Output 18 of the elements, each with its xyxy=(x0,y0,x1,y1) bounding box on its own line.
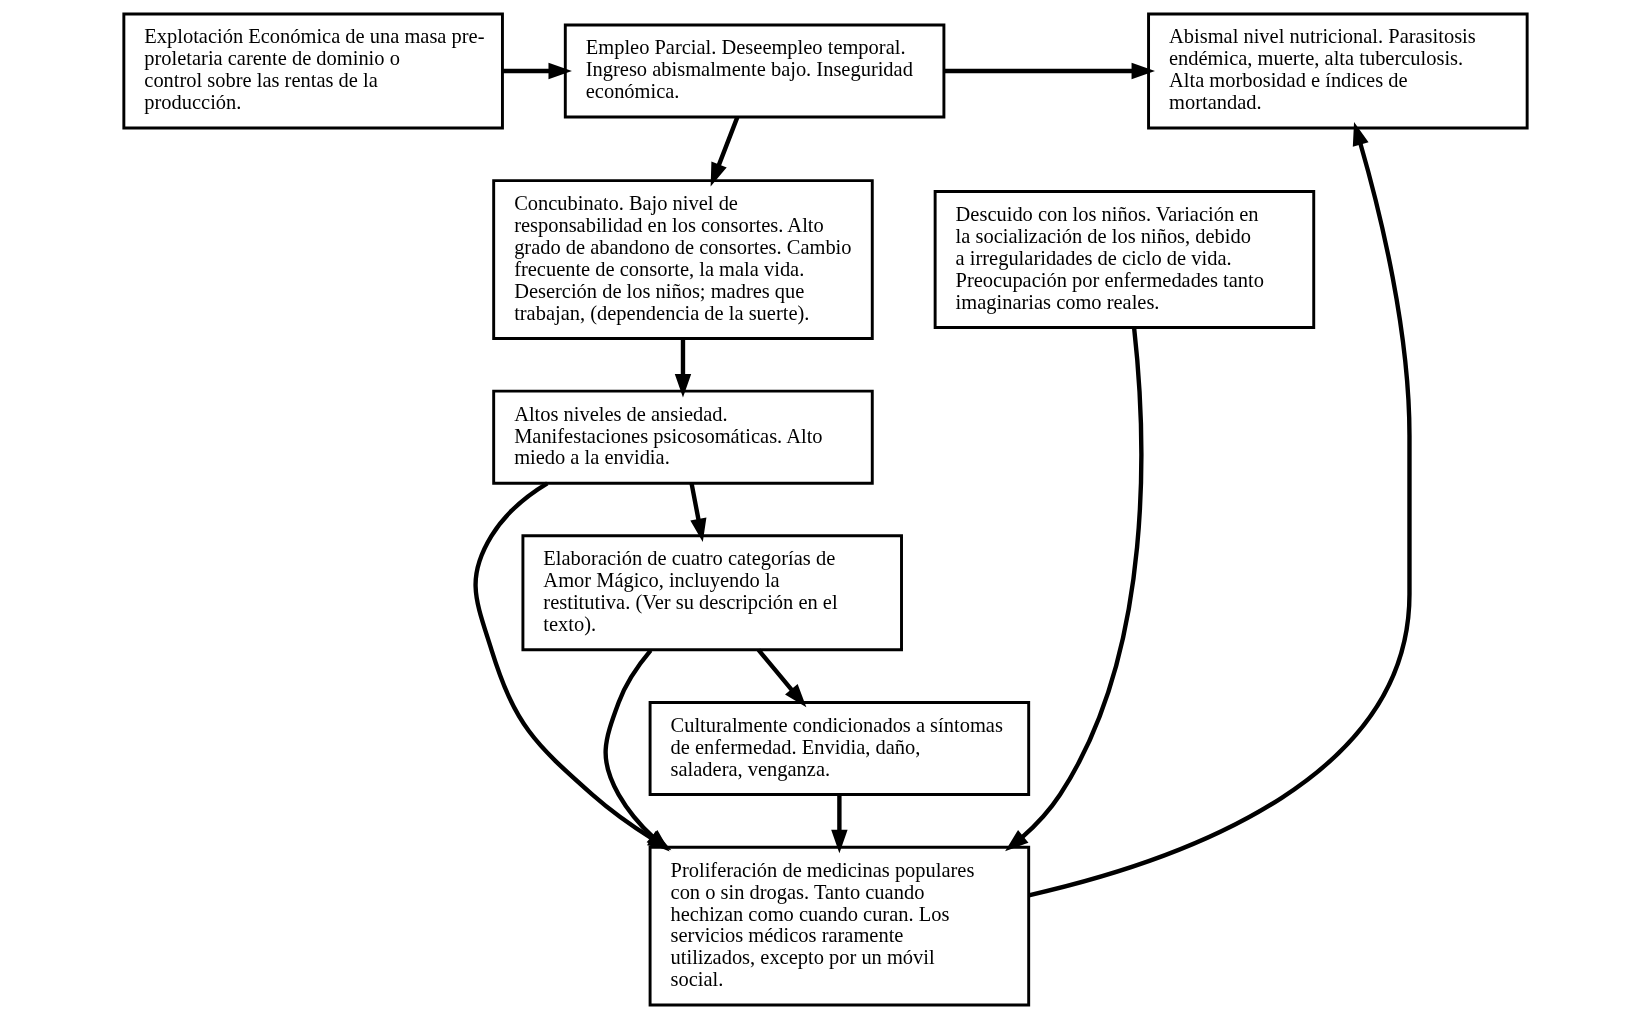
node-box: Abismal nivel nutricional. Parasitosis endémica, muerte, alta tuberculosis. Alta morbosidad e índices de mortandad. xyxy=(1146,12,1529,130)
node-box: Culturalmente condicionados a síntomas de enfermedad. Envidia, daño, saladera, venganza. xyxy=(648,701,1030,796)
arrow xyxy=(674,338,691,398)
arrow xyxy=(756,648,806,708)
arrow xyxy=(502,62,572,80)
node-box: Concubinato. Bajo nivel de responsabilidad en los consortes. Alto grado de abandono de consortes. Cambio frecuente de consorte, la mala vida. Deserción de los niños; madres que trabajan, (dependencia de la suerte). xyxy=(491,179,874,340)
arrow xyxy=(1004,327,1143,852)
node-box: Altos niveles de ansiedad. Manifestaciones psicosomáticas. Alto miedo a la envidia. xyxy=(491,389,874,485)
arrow xyxy=(830,794,848,854)
node-box: Descuido con los niños. Variación en la socialización de los niños, debido a irregularidades de ciclo de vida. Preocupación por enfermedades tanto imaginarias como reales. xyxy=(933,190,1315,329)
node-box: Explotación Económica de una masa pre-proletaria carente de dominio o control sobre las rentas de la producción. xyxy=(121,12,504,130)
arrow xyxy=(688,482,706,543)
node-box: Proliferación de medicinas populares con o sin drogas. Tanto cuando hechizan como cuando curan. Los servicios médicos raramente utilizados, excepto por un móvil social. xyxy=(648,845,1030,1007)
arrow xyxy=(710,116,739,187)
arrow xyxy=(1027,122,1412,898)
arrow xyxy=(943,62,1155,80)
node-box: Elaboración de cuatro categorías de Amor Mágico, incluyendo la restitutiva. (Ver su descripción en el texto). xyxy=(520,534,903,652)
node-box: Empleo Parcial. Deseempleo temporal. Ingreso abismalmente bajo. Inseguridad económica. xyxy=(563,23,945,119)
